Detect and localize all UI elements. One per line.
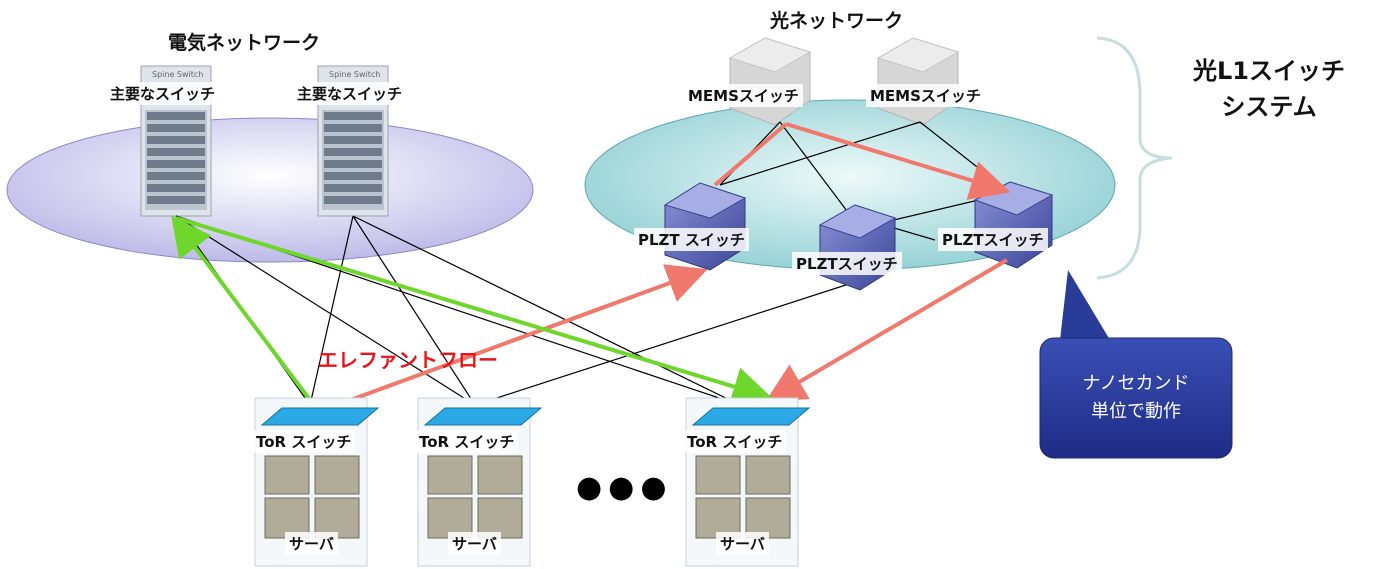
spine-switch-label-1: 主要なスイッチ [106,82,220,105]
elephant-flow-label: エレファントフロー [318,348,498,372]
callout-bubble [1039,270,1233,459]
mems-switch-label-2: MEMSスイッチ [866,84,985,107]
plzt-switch-label-2: PLZTスイッチ [792,252,902,275]
server-label-3: サーバ [716,532,769,555]
tor-switch-label-3: ToR スイッチ [683,430,787,453]
spine-switch-label-2: 主要なスイッチ [293,82,407,105]
system-label-line1: 光L1スイッチ [1193,57,1345,85]
tor-rack-3 [685,397,811,567]
spine-caption-2: Spine Switch [329,70,381,79]
optical-network-title: 光ネットワーク [770,10,904,32]
system-brace [1096,36,1173,280]
tor-rack-1 [254,397,380,567]
electrical-flow-path [171,215,773,406]
server-label-2: サーバ [448,532,501,555]
system-label-line2: システム [1221,93,1317,121]
plzt-switch-3 [973,181,1054,269]
plzt-switch-label-1: PLZT スイッチ [634,228,749,251]
electrical-network-ellipse [6,117,534,263]
server-label-1: サーバ [285,532,338,555]
tor-switch-label-2: ToR スイッチ [415,430,519,453]
electrical-network-title: 電気ネットワーク [168,32,321,54]
plzt-switch-label-3: PLZTスイッチ [938,228,1048,251]
elephant-flow-path [344,122,1011,404]
callout-line2: 単位で動作 [1091,401,1181,422]
tor-switch-label-1: ToR スイッチ [252,430,356,453]
callout-line1: ナノセカンド [1082,373,1190,394]
ellipsis-dots: ●●● [576,470,673,505]
spine-caption-1: Spine Switch [152,70,204,79]
mems-switch-label-1: MEMSスイッチ [684,84,803,107]
